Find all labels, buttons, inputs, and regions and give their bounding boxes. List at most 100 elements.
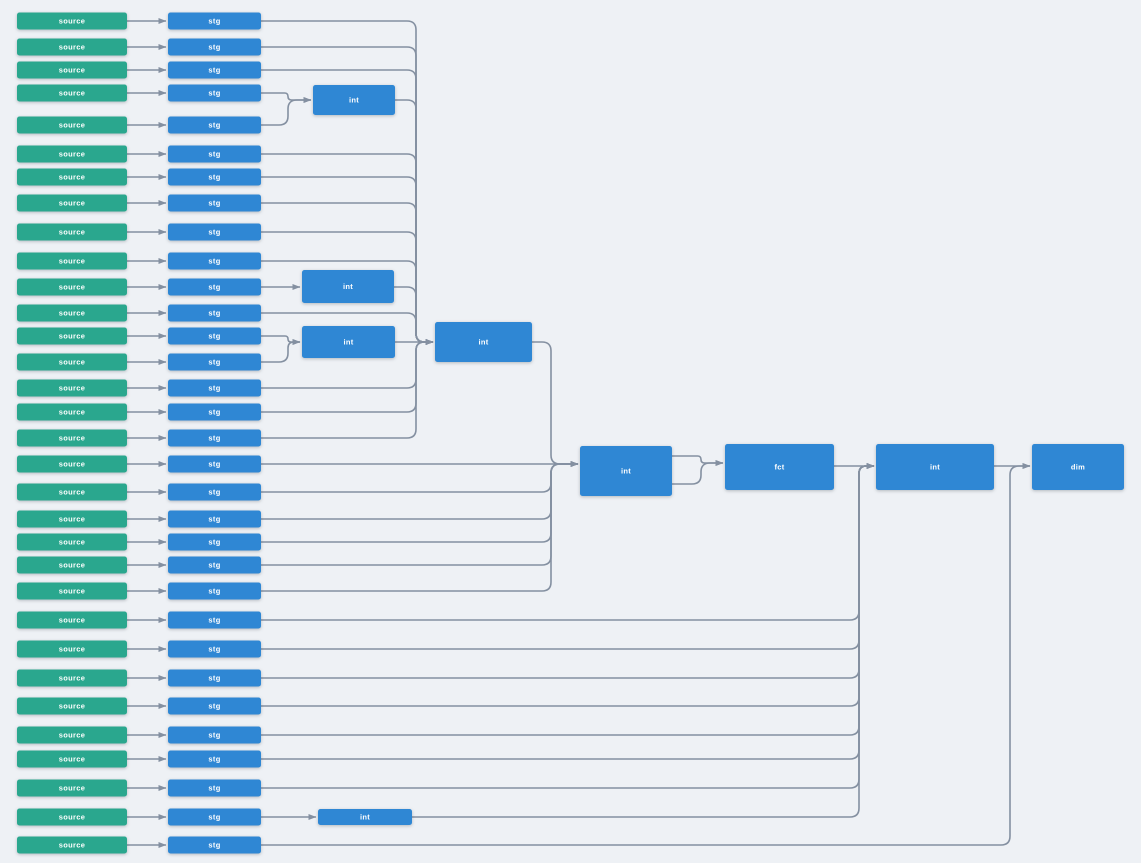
node-source-29-rect[interactable]: [17, 750, 127, 768]
node-int-3-rect[interactable]: [876, 444, 994, 490]
node-stg-3[interactable]: stg: [168, 61, 261, 79]
node-stg-32[interactable]: stg: [168, 836, 261, 854]
node-source-30[interactable]: source: [17, 779, 127, 797]
node-source-26[interactable]: source: [17, 669, 127, 687]
node-stg-21-rect[interactable]: [168, 533, 261, 551]
node-source-24[interactable]: source: [17, 611, 127, 629]
node-source-18[interactable]: source: [17, 455, 127, 473]
node-int-d-rect[interactable]: [318, 809, 412, 825]
node-int-a-rect[interactable]: [313, 85, 395, 115]
node-source-5[interactable]: source: [17, 116, 127, 134]
node-source-17-rect[interactable]: [17, 429, 127, 447]
node-source-3-rect[interactable]: [17, 61, 127, 79]
node-stg-17-rect[interactable]: [168, 429, 261, 447]
node-source-2-rect[interactable]: [17, 38, 127, 56]
node-stg-20[interactable]: stg: [168, 510, 261, 528]
node-source-7[interactable]: source: [17, 168, 127, 186]
node-stg-16[interactable]: stg: [168, 403, 261, 421]
node-stg-6-rect[interactable]: [168, 145, 261, 163]
node-stg-21[interactable]: stg: [168, 533, 261, 551]
node-source-18-rect[interactable]: [17, 455, 127, 473]
node-int-1-rect[interactable]: [435, 322, 532, 362]
node-source-23-rect[interactable]: [17, 582, 127, 600]
node-stg-8[interactable]: stg: [168, 194, 261, 212]
node-source-10[interactable]: source: [17, 252, 127, 270]
node-stg-26-rect[interactable]: [168, 669, 261, 687]
node-stg-13[interactable]: stg: [168, 327, 261, 345]
node-stg-24-rect[interactable]: [168, 611, 261, 629]
node-int-3[interactable]: int: [876, 444, 994, 490]
node-source-22-rect[interactable]: [17, 556, 127, 574]
node-stg-4-rect[interactable]: [168, 84, 261, 102]
node-int-1[interactable]: int: [435, 322, 532, 362]
node-source-14-rect[interactable]: [17, 353, 127, 371]
node-source-8[interactable]: source: [17, 194, 127, 212]
node-stg-13-rect[interactable]: [168, 327, 261, 345]
node-source-29[interactable]: source: [17, 750, 127, 768]
node-source-26-rect[interactable]: [17, 669, 127, 687]
node-stg-9-rect[interactable]: [168, 223, 261, 241]
node-stg-31-rect[interactable]: [168, 808, 261, 826]
node-source-5-rect[interactable]: [17, 116, 127, 134]
node-source-21-rect[interactable]: [17, 533, 127, 551]
node-stg-11[interactable]: stg: [168, 278, 261, 296]
node-stg-12-rect[interactable]: [168, 304, 261, 322]
node-dim[interactable]: dim: [1032, 444, 1124, 490]
node-fct-rect[interactable]: [725, 444, 834, 490]
node-source-20[interactable]: source: [17, 510, 127, 528]
node-source-31[interactable]: source: [17, 808, 127, 826]
node-source-15[interactable]: source: [17, 379, 127, 397]
node-source-24-rect[interactable]: [17, 611, 127, 629]
node-stg-22-rect[interactable]: [168, 556, 261, 574]
node-stg-6[interactable]: stg: [168, 145, 261, 163]
node-source-2[interactable]: source: [17, 38, 127, 56]
node-stg-2[interactable]: stg: [168, 38, 261, 56]
node-stg-20-rect[interactable]: [168, 510, 261, 528]
node-source-3[interactable]: source: [17, 61, 127, 79]
node-source-25[interactable]: source: [17, 640, 127, 658]
node-source-17[interactable]: source: [17, 429, 127, 447]
node-stg-8-rect[interactable]: [168, 194, 261, 212]
node-int-d[interactable]: int: [318, 809, 412, 825]
node-stg-19-rect[interactable]: [168, 483, 261, 501]
node-stg-30-rect[interactable]: [168, 779, 261, 797]
node-source-25-rect[interactable]: [17, 640, 127, 658]
node-source-30-rect[interactable]: [17, 779, 127, 797]
node-stg-27-rect[interactable]: [168, 697, 261, 715]
node-stg-29[interactable]: stg: [168, 750, 261, 768]
node-source-31-rect[interactable]: [17, 808, 127, 826]
node-stg-16-rect[interactable]: [168, 403, 261, 421]
node-stg-4[interactable]: stg: [168, 84, 261, 102]
node-stg-15[interactable]: stg: [168, 379, 261, 397]
node-source-13[interactable]: source: [17, 327, 127, 345]
node-source-32-rect[interactable]: [17, 836, 127, 854]
node-int-2[interactable]: int: [580, 446, 672, 496]
node-source-1[interactable]: source: [17, 12, 127, 30]
node-source-8-rect[interactable]: [17, 194, 127, 212]
node-source-10-rect[interactable]: [17, 252, 127, 270]
node-int-a[interactable]: int: [313, 85, 395, 115]
node-source-4-rect[interactable]: [17, 84, 127, 102]
node-stg-1-rect[interactable]: [168, 12, 261, 30]
node-source-22[interactable]: source: [17, 556, 127, 574]
node-int-c[interactable]: int: [302, 326, 395, 358]
node-int-2-rect[interactable]: [580, 446, 672, 496]
node-int-c-rect[interactable]: [302, 326, 395, 358]
node-int-b[interactable]: int: [302, 270, 394, 303]
node-stg-2-rect[interactable]: [168, 38, 261, 56]
node-stg-15-rect[interactable]: [168, 379, 261, 397]
node-int-b-rect[interactable]: [302, 270, 394, 303]
node-source-4[interactable]: source: [17, 84, 127, 102]
node-stg-19[interactable]: stg: [168, 483, 261, 501]
node-stg-26[interactable]: stg: [168, 669, 261, 687]
node-source-15-rect[interactable]: [17, 379, 127, 397]
node-source-13-rect[interactable]: [17, 327, 127, 345]
node-stg-22[interactable]: stg: [168, 556, 261, 574]
node-source-12-rect[interactable]: [17, 304, 127, 322]
node-stg-24[interactable]: stg: [168, 611, 261, 629]
node-stg-14-rect[interactable]: [168, 353, 261, 371]
node-stg-9[interactable]: stg: [168, 223, 261, 241]
node-stg-1[interactable]: stg: [168, 12, 261, 30]
